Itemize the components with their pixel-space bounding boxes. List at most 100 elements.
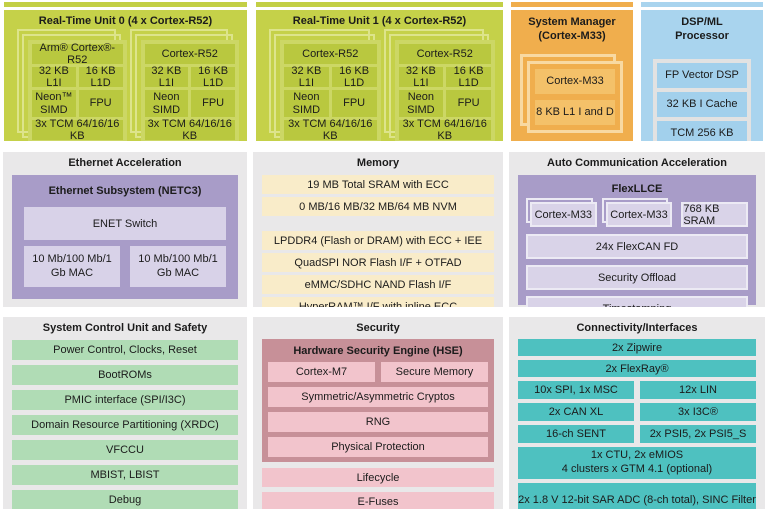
timer-line: 4 clusters x GTM 4.1 (optional) — [561, 463, 713, 475]
m33-card-front: Cortex-M33 8 KB L1 I and D — [527, 60, 623, 133]
l1i-cache: 32 KB L1I — [398, 65, 444, 89]
m33-block: Cortex-M33 — [526, 198, 597, 227]
core-card: Arm® Cortex®-R52 32 KB L1I 16 KB L1D Neo… — [17, 29, 127, 141]
memory-row: eMMC/SDHC NAND Flash I/F — [262, 275, 494, 294]
strip-blue — [641, 2, 763, 7]
hse-row: RNG — [268, 412, 488, 432]
tcm: 3x TCM 64/16/16 KB — [398, 118, 491, 141]
row-processors: Real-Time Unit 0 (4 x Cortex-R52) Arm® C… — [4, 10, 767, 141]
dsp-row: 32 KB I Cache — [657, 91, 747, 117]
l1-cache: 8 KB L1 I and D — [535, 99, 615, 125]
security-outer-rows: Lifecycle E-Fuses — [262, 468, 494, 509]
top-cropped-strips — [4, 2, 767, 7]
section-title: System Control Unit and Safety — [42, 322, 208, 334]
secure-memory: Secure Memory — [381, 362, 488, 382]
conn-row: 2x Zipwire — [518, 339, 756, 356]
fpu: FPU — [331, 90, 377, 117]
title-line: DSP/ML — [681, 16, 723, 28]
conn-cell: 3x I3C® — [640, 403, 756, 421]
hse-core: Cortex-M7 — [268, 362, 375, 382]
eth-mac: 10 Mb/100 Mb/1 Gb MAC — [130, 246, 226, 287]
security-offload-row: Security Offload — [526, 265, 748, 290]
fpu: FPU — [446, 90, 491, 117]
flexllce-title: FlexLLCE — [611, 183, 663, 195]
fpu: FPU — [78, 90, 123, 117]
neon-simd: Neon SIMD — [284, 90, 329, 117]
core-cluster: Arm® Cortex®-R52 32 KB L1I 16 KB L1D Neo… — [4, 27, 247, 141]
system-control-section: System Control Unit and Safety Power Con… — [3, 317, 247, 509]
scu-row: Debug — [12, 490, 238, 509]
scu-row: Domain Resource Partitioning (XRDC) — [12, 415, 238, 435]
core-name: Cortex-R52 — [398, 44, 491, 64]
title-line: System Manager — [528, 16, 616, 28]
l1i-cache: 32 KB L1I — [144, 65, 189, 89]
core-cluster: Cortex-R52 32 KB L1I 16 KB L1D Neon SIMD… — [256, 27, 503, 141]
scu-row: Power Control, Clocks, Reset — [12, 340, 238, 360]
dsp-row: FP Vector DSP — [657, 62, 747, 88]
l1d-cache: 16 KB L1D — [78, 65, 123, 89]
mac-row: 10 Mb/100 Mb/1 Gb MAC 10 Mb/100 Mb/1 Gb … — [24, 246, 226, 287]
l1d-cache: 16 KB L1D — [446, 65, 491, 89]
memory-section: Memory 19 MB Total SRAM with ECC 0 MB/16… — [253, 152, 503, 307]
auto-communication-section: Auto Communication Acceleration FlexLLCE… — [509, 152, 765, 307]
dsp-panel: FP Vector DSP 32 KB I Cache TCM 256 KB — [653, 58, 751, 141]
realtime-unit-0-section: Real-Time Unit 0 (4 x Cortex-R52) Arm® C… — [4, 10, 247, 141]
tcm: 3x TCM 64/16/16 KB — [144, 118, 235, 141]
memory-row: HyperRAM™ I/F with inline ECC — [262, 297, 494, 307]
core-card: Cortex-R52 32 KB L1I 16 KB L1D Neon SIMD… — [383, 29, 495, 141]
sram-block: 768 KB SRAM — [681, 202, 749, 227]
core-card-front: Cortex-R52 32 KB L1I 16 KB L1D Neon SIMD… — [280, 40, 381, 141]
memory-row: QuadSPI NOR Flash I/F + OTFAD — [262, 253, 494, 272]
l1i-cache: 32 KB L1I — [284, 65, 329, 89]
scu-row: VFCCU — [12, 440, 238, 460]
dsp-ml-section: DSP/ML Processor FP Vector DSP 32 KB I C… — [641, 10, 763, 141]
eth-mac: 10 Mb/100 Mb/1 Gb MAC — [24, 246, 120, 287]
connectivity-section: Connectivity/Interfaces 2x Zipwire 2x Fl… — [509, 317, 765, 509]
section-title: System Manager (Cortex-M33) — [511, 10, 633, 44]
core-name: Arm® Cortex®-R52 — [32, 42, 123, 66]
neon-simd: Neon™ SIMD — [32, 90, 76, 117]
title-line: Processor — [675, 29, 729, 42]
conn-split-row: 10x SPI, 1x MSC 12x LIN — [518, 381, 756, 399]
spacer — [262, 219, 494, 228]
core-name: Cortex-R52 — [284, 44, 377, 64]
ethernet-acceleration-section: Ethernet Acceleration Ethernet Subsystem… — [3, 152, 247, 307]
section-title: Connectivity/Interfaces — [576, 322, 698, 334]
strip-orange — [511, 2, 633, 7]
system-manager-section: System Manager (Cortex-M33) Cortex-M33 8… — [511, 10, 633, 141]
sram-label: 768 KB SRAM — [681, 202, 749, 227]
section-title: Auto Communication Acceleration — [547, 157, 727, 169]
l1d-cache: 16 KB L1D — [191, 65, 235, 89]
scu-rows: Power Control, Clocks, Reset BootROMs PM… — [12, 340, 238, 509]
tcm: 3x TCM 64/16/16 KB — [284, 118, 377, 141]
neon-simd: Neon SIMD — [398, 90, 444, 117]
hse-top-row: Cortex-M7 Secure Memory — [268, 362, 488, 382]
memory-rows: 19 MB Total SRAM with ECC 0 MB/16 MB/32 … — [262, 175, 494, 307]
lifecycle-row: Lifecycle — [262, 468, 494, 487]
section-title: Real-Time Unit 0 (4 x Cortex-R52) — [38, 15, 213, 27]
core-name: Cortex-M33 — [530, 202, 597, 227]
conn-split-row: 16-ch SENT 2x PSI5, 2x PSI5_S — [518, 425, 756, 443]
hse-row: Physical Protection — [268, 437, 488, 457]
ethernet-subsystem: Ethernet Subsystem (NETC3) ENET Switch 1… — [12, 175, 238, 299]
conn-cell: 16-ch SENT — [518, 425, 634, 443]
strip-green-right — [256, 2, 503, 7]
core-name: Cortex-M33 — [605, 202, 673, 227]
m33-card: Cortex-M33 8 KB L1 I and D — [520, 53, 623, 133]
section-title: Security — [356, 322, 400, 334]
scu-row: MBIST, LBIST — [12, 465, 238, 485]
fpu: FPU — [191, 90, 235, 117]
hse-title: Hardware Security Engine (HSE) — [293, 345, 463, 357]
efuses-row: E-Fuses — [262, 492, 494, 509]
realtime-unit-1-section: Real-Time Unit 1 (4 x Cortex-R52) Cortex… — [256, 10, 503, 141]
core-card-front: Arm® Cortex®-R52 32 KB L1I 16 KB L1D Neo… — [28, 40, 127, 141]
adc-row: 2x 1.8 V 12-bit SAR ADC (8-ch total), SI… — [518, 483, 756, 509]
conn-split-row: 2x CAN XL 3x I3C® — [518, 403, 756, 421]
conn-cell: 2x PSI5, 2x PSI5_S — [640, 425, 756, 443]
core-card-front: Cortex-R52 32 KB L1I 16 KB L1D Neon SIMD… — [394, 40, 495, 141]
core-name: Cortex-M33 — [535, 68, 615, 94]
subsystem-title: Ethernet Subsystem (NETC3) — [48, 185, 202, 197]
strip-green-left — [4, 2, 247, 7]
dsp-row: TCM 256 KB — [657, 120, 747, 141]
